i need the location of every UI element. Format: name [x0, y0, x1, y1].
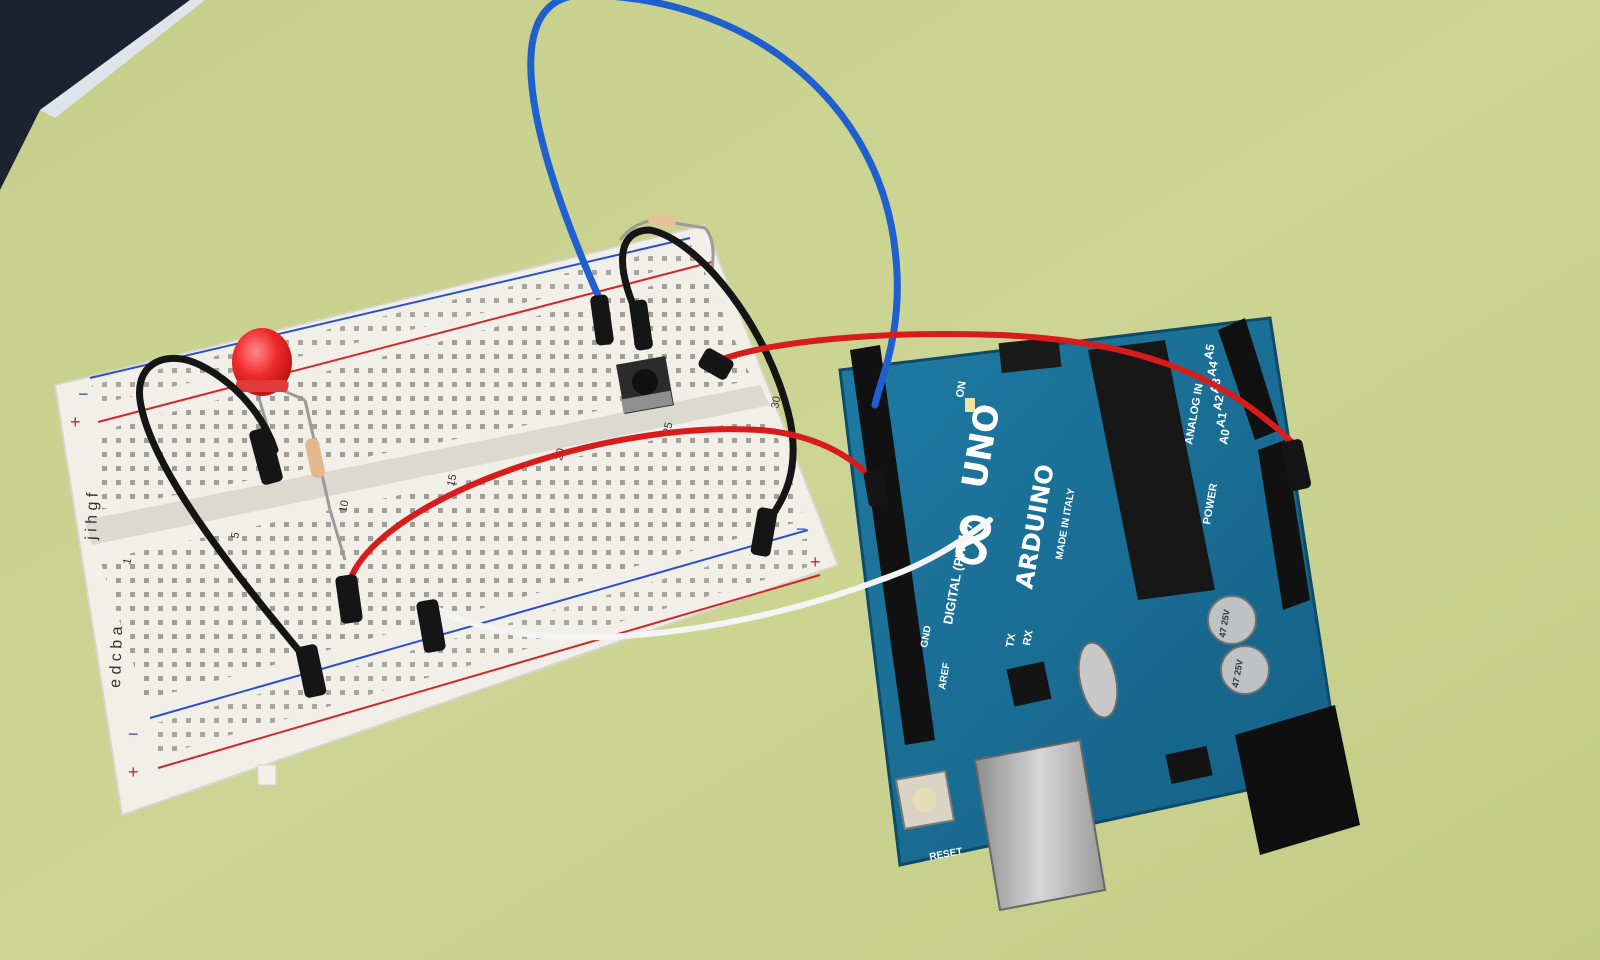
analog-pin-label: A5: [1201, 343, 1218, 361]
on-led: [965, 398, 975, 412]
row-letters-top: j i h g f: [83, 492, 102, 541]
crystal: [1077, 641, 1119, 719]
top-rail-blue: [89, 237, 691, 379]
row-letters-bottom: e d c b a: [107, 626, 126, 688]
analog-pin-label: A0: [1216, 428, 1233, 446]
column-number: 10: [337, 499, 351, 513]
arduino-board: 47 25V 47 25V ∞ UNO ARDUINO MADE IN ITAL…: [838, 316, 1360, 912]
wire-red-power: [717, 331, 1303, 453]
usb-port: [973, 738, 1107, 912]
analog-pin-label: A2: [1210, 394, 1227, 412]
rail-plus-top: +: [70, 412, 81, 432]
usb-chip: [1006, 661, 1052, 707]
aref-label: AREF: [937, 662, 953, 691]
resistor-top: [618, 212, 715, 271]
analog-pin-label: A1: [1213, 411, 1230, 429]
bottom-rail-red: [157, 574, 821, 769]
wire-black-gnd: [136, 354, 319, 674]
wire-blue: [527, 0, 901, 409]
gnd-label: GND: [919, 625, 934, 649]
digital-header: [850, 345, 935, 745]
rail-minus-right: −: [796, 519, 807, 539]
on-label: ON: [954, 380, 969, 398]
reset-button-cap[interactable]: [913, 788, 937, 812]
bag-strap: [40, 0, 205, 118]
icsp-header: [998, 336, 1062, 374]
bag-corner: [0, 0, 190, 190]
rail-plus-bottom: +: [128, 762, 139, 782]
column-number: 15: [445, 473, 459, 487]
column-number: 5: [229, 531, 242, 539]
capacitor-1: [1207, 595, 1257, 645]
analog-header: [1218, 318, 1280, 440]
tx-label: TX: [1004, 632, 1018, 649]
dc-jack: [1235, 705, 1360, 855]
wire-black-button: [619, 226, 797, 529]
capacitor-2-label: 47 25V: [1230, 659, 1245, 689]
rx-label: RX: [1021, 629, 1036, 647]
push-button[interactable]: [616, 356, 674, 414]
rail-plus-right: +: [810, 552, 821, 572]
capacitor-2: [1220, 645, 1270, 695]
top-rail-red: [97, 261, 713, 423]
regulator: [1165, 745, 1213, 785]
resistor-led: [303, 399, 347, 561]
analog-pin-label: A4: [1204, 360, 1221, 378]
power-header: [1258, 440, 1310, 610]
column-number: 1: [121, 557, 134, 565]
capacitor-1-label: 47 25V: [1217, 609, 1232, 639]
rail-minus-bottom: −: [128, 724, 139, 744]
rail-minus-top: −: [78, 384, 89, 404]
uno-logo-symbol: ∞: [920, 500, 1019, 578]
wire-plugs: [249, 294, 1312, 698]
wire-white: [427, 517, 993, 641]
wire-red-signal: [347, 426, 883, 583]
column-number: 30: [769, 395, 783, 409]
atmega-chip: [1088, 340, 1215, 600]
breadboard-tab: [257, 764, 277, 786]
